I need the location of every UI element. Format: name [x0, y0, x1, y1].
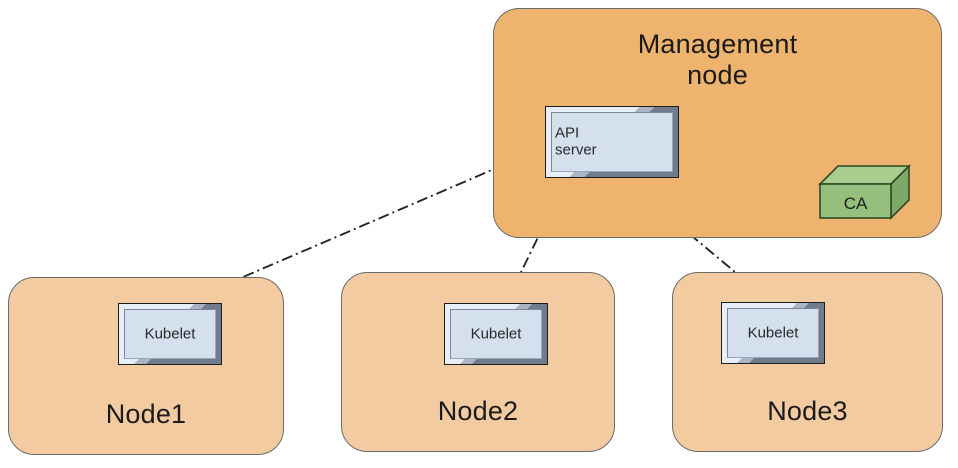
api-server-box[interactable]: API server: [545, 106, 679, 178]
management-node-label: Management node: [637, 29, 798, 90]
ca-cuboid[interactable]: CA: [816, 162, 912, 222]
node3-label: Node3: [767, 396, 848, 427]
node2-kubelet-box[interactable]: Kubelet: [444, 303, 548, 365]
node1-kubelet-box[interactable]: Kubelet: [118, 303, 222, 365]
node1-kubelet-label: Kubelet: [144, 325, 196, 343]
node3-kubelet-label: Kubelet: [747, 324, 799, 342]
node2-kubelet-face: [450, 309, 542, 359]
node2-label: Node2: [437, 396, 519, 427]
node1-label: Node1: [105, 399, 187, 430]
node1-kubelet-face: [124, 309, 216, 359]
node2-kubelet-label: Kubelet: [470, 325, 522, 343]
node3-kubelet-box[interactable]: Kubelet: [721, 302, 825, 364]
node3-kubelet-face: [727, 308, 819, 358]
ca-cuboid-shape: [818, 164, 911, 220]
api-server-face: [551, 112, 673, 172]
api-server-label: API server: [555, 124, 597, 159]
